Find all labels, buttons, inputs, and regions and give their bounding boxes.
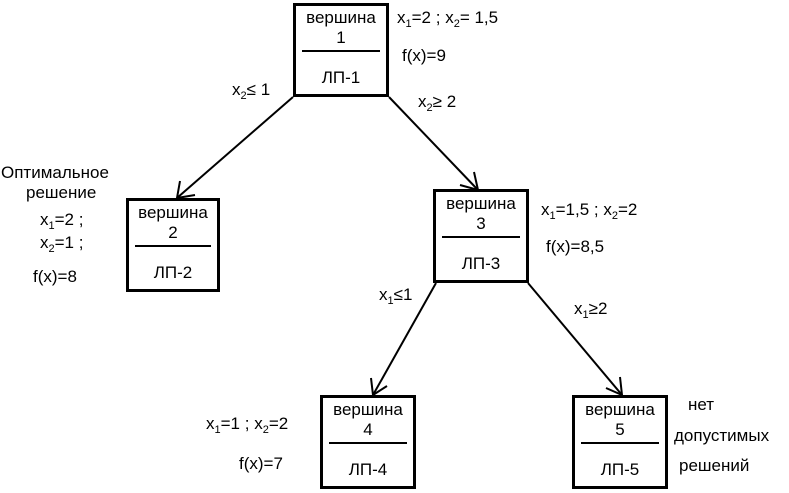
edge-3-4-op: ≤: [393, 285, 403, 304]
node-2-divider: [135, 245, 211, 247]
edge-1-3-var: x: [418, 92, 427, 111]
node-3-x2-var: x: [603, 200, 612, 219]
edge-1-3-op: ≥: [432, 92, 442, 111]
node-4-solution: x1=1 ; x2=2: [206, 414, 289, 436]
node-1-x2-sub: 2: [453, 18, 460, 30]
node-1-divider: [302, 50, 380, 52]
node-2-title: вершина: [138, 203, 208, 222]
edge-3-5-condition: x1≥2: [574, 299, 608, 321]
edge-1-2: [176, 96, 294, 199]
edge-1-3-condition: x2≥ 2: [418, 92, 457, 114]
node-4-x2-sub: 2: [262, 424, 269, 436]
node-4-x2-value: =2: [268, 414, 289, 433]
edge-3-4: [372, 282, 437, 396]
node-1-lp: ЛП-1: [321, 68, 361, 87]
node-3-lp: ЛП-3: [461, 254, 501, 273]
edge-3-4-arrowhead: [370, 377, 388, 397]
edge-3-4-condition: x1≤1: [379, 285, 413, 307]
edge-3-5-rhs: 2: [597, 299, 608, 318]
node-3-x2-sub: 2: [611, 210, 618, 222]
edge-3-5: [527, 282, 623, 396]
node-4-x1-sub: 1: [214, 424, 221, 436]
optimal-heading-line2: решение: [26, 183, 97, 202]
node-2-x1-sub: 1: [48, 220, 55, 232]
node-3-objective: f(x)=8,5: [546, 237, 605, 256]
node-2: вершина 2 ЛП-2: [126, 198, 220, 292]
node-3-x1-var: x: [541, 200, 550, 219]
node-4-title: вершина: [333, 400, 403, 419]
node-4: вершина 4 ЛП-4: [320, 395, 416, 489]
node-3-title: вершина: [446, 194, 516, 213]
node-4-objective: f(x)=7: [239, 454, 283, 473]
node-3-solution: x1=1,5 ; x2=2: [541, 200, 638, 222]
edge-3-5-sub: 1: [582, 309, 589, 321]
node-4-x1-var: x: [206, 414, 215, 433]
edge-1-2-sub: 2: [240, 90, 247, 102]
node-1-solution: x1=2 ; x2= 1,5: [397, 8, 499, 30]
node-2-lp: ЛП-2: [153, 263, 193, 282]
node-5-title: вершина: [585, 400, 655, 419]
node-1-number: 1: [336, 28, 346, 47]
node-2-x2: x2=1 ;: [40, 233, 84, 255]
edge-3-4-rhs: 1: [402, 285, 413, 304]
node-2-x1: x1=2 ;: [40, 210, 84, 232]
node-2-objective: f(x)=8: [33, 267, 77, 286]
edge-1-3-rhs: 2: [441, 92, 457, 111]
node-3-number: 3: [476, 214, 486, 233]
node-4-x1-value: =1 ;: [220, 414, 250, 433]
node-2-x1-var: x: [40, 210, 49, 229]
edge-3-5-var: x: [574, 299, 583, 318]
node-1-title: вершина: [306, 8, 376, 27]
node-4-x2-var: x: [254, 414, 263, 433]
edge-1-2-rhs: 1: [255, 80, 271, 99]
node-1-x1-var: x: [397, 8, 406, 27]
node-2-x2-value: =1 ;: [54, 233, 84, 252]
edge-1-2-condition: x2≤ 1: [232, 80, 271, 102]
node-3-x1-value: =1,5 ;: [555, 200, 599, 219]
node-5-note-line2: допустимых: [674, 426, 770, 445]
edge-3-5-op: ≥: [588, 299, 598, 318]
node-2-number: 2: [168, 223, 178, 242]
edge-3-4-var: x: [379, 285, 388, 304]
node-5-note-line3: решений: [679, 456, 750, 475]
node-3: вершина 3 ЛП-3: [433, 189, 529, 283]
node-4-lp: ЛП-4: [348, 460, 388, 479]
node-3-divider: [442, 236, 520, 238]
node-2-x1-value: =2 ;: [54, 210, 84, 229]
optimal-heading-line1: Оптимальное: [1, 163, 109, 182]
node-1: вершина 1 ЛП-1: [293, 3, 389, 97]
edge-1-3-sub: 2: [426, 102, 433, 114]
node-2-x2-var: x: [40, 233, 49, 252]
node-1-x2-var: x: [445, 8, 454, 27]
node-5-number: 5: [615, 420, 625, 439]
node-1-x2-value: = 1,5: [459, 8, 499, 27]
node-5-note-line1: нет: [688, 395, 715, 414]
edge-1-2-op: ≤: [246, 80, 256, 99]
node-1-x1-value: =2 ;: [411, 8, 441, 27]
node-4-number: 4: [363, 420, 373, 439]
node-3-x1-sub: 1: [549, 210, 556, 222]
node-1-x1-sub: 1: [405, 18, 412, 30]
node-5: вершина 5 ЛП-5: [572, 395, 668, 489]
node-4-divider: [329, 442, 407, 444]
edge-1-2-var: x: [232, 80, 241, 99]
node-5-lp: ЛП-5: [600, 460, 640, 479]
node-3-x2-value: =2: [618, 200, 638, 219]
edge-3-4-sub: 1: [387, 295, 394, 307]
node-2-x2-sub: 2: [48, 243, 55, 255]
node-1-objective: f(x)=9: [402, 46, 446, 65]
edge-1-3: [388, 96, 479, 191]
node-5-divider: [581, 442, 659, 444]
